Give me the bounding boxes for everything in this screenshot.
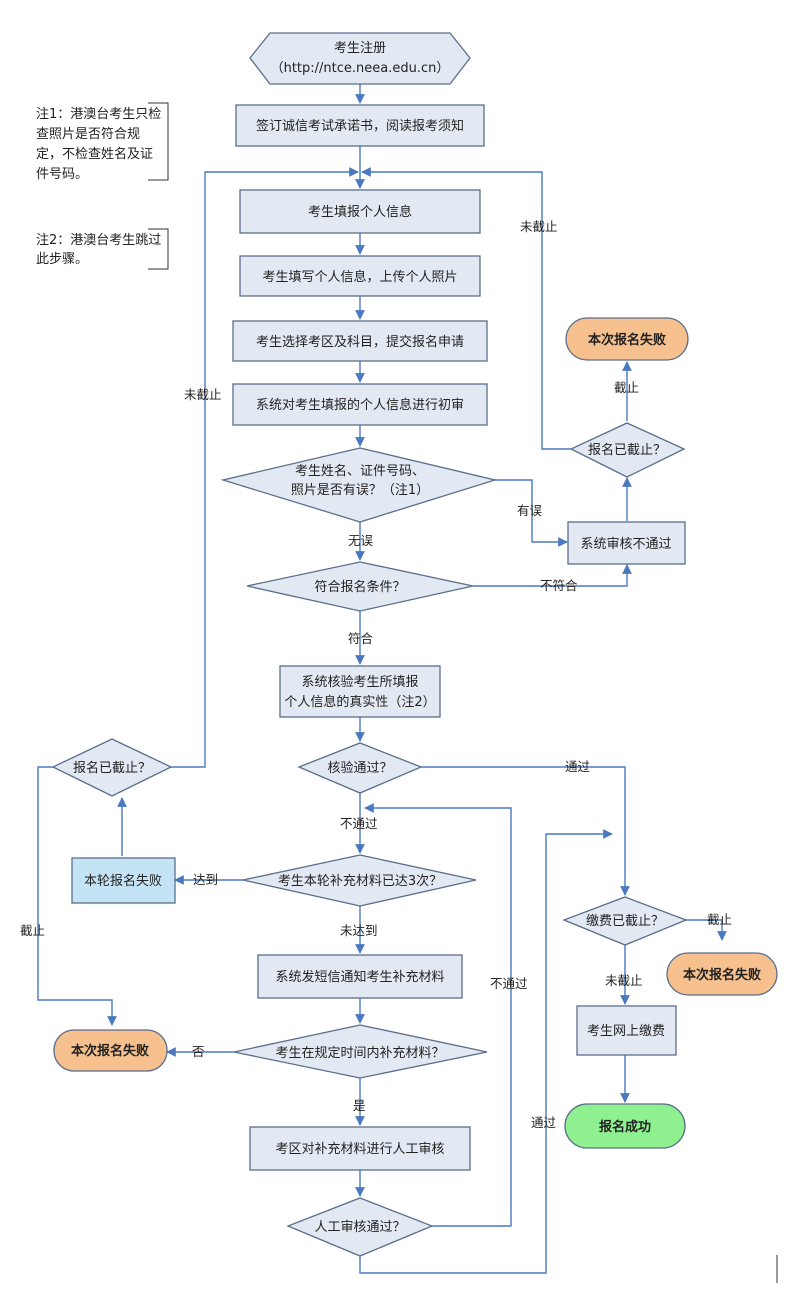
svg-text:查照片是否符合规: 查照片是否符合规: [36, 126, 140, 142]
decision-eligible: 符合报名条件？: [246, 561, 474, 612]
label-not-closed-left: 未截止: [184, 387, 222, 402]
svg-text:核验通过？: 核验通过？: [327, 760, 392, 776]
label-meet: 符合: [348, 631, 374, 646]
svg-text:考生在规定时间内补充材料？: 考生在规定时间内补充材料？: [275, 1045, 444, 1061]
label-reached: 达到: [193, 872, 218, 887]
svg-text:签订诚信考试承诺书，阅读报考须知: 签订诚信考试承诺书，阅读报考须知: [256, 118, 464, 134]
svg-text:考生网上缴费: 考生网上缴费: [587, 1024, 665, 1039]
svg-text:本次报名失败: 本次报名失败: [71, 1043, 149, 1059]
terminal-fail-right: 本次报名失败: [666, 952, 778, 996]
svg-text:人工审核通过？: 人工审核通过？: [314, 1220, 405, 1235]
svg-text:系统核验考生所填报: 系统核验考生所填报: [301, 674, 418, 690]
decision-payment-deadline: 缴费已截止？: [562, 896, 688, 946]
decision-manual-passed: 人工审核通过？: [286, 1197, 434, 1257]
label-yes: 是: [353, 1098, 366, 1113]
terminal-fail-bottom-left: 本次报名失败: [53, 1029, 168, 1072]
step-online-payment: 考生网上缴费: [576, 1005, 677, 1056]
svg-text:考生填写个人信息，上传个人照片: 考生填写个人信息，上传个人照片: [262, 269, 457, 285]
label-not-closed-right: 未截止: [520, 219, 558, 234]
step-choose-area: 考生选择考区及科目，提交报名申请: [232, 320, 488, 362]
decision-deadline-left: 报名已截止？: [51, 738, 173, 797]
label-has-error: 有误: [517, 503, 543, 518]
label-not-closed-payment: 未截止: [605, 973, 643, 988]
svg-text:考生姓名、证件号码、: 考生姓名、证件号码、: [295, 463, 425, 479]
label-not-passed-verify: 不通过: [340, 816, 378, 831]
step-review-failed: 系统审核不通过: [567, 521, 686, 565]
note-2: 注2：港澳台考生跳过 此步骤。: [36, 228, 169, 270]
label-no: 否: [192, 1044, 205, 1059]
svg-text:符合报名条件？: 符合报名条件？: [314, 579, 405, 595]
step-sign-pledge: 签订诚信考试承诺书，阅读报考须知: [235, 104, 485, 147]
step-verify-authenticity: 系统核验考生所填报 个人信息的真实性（注2）: [279, 665, 441, 718]
svg-text:本轮报名失败: 本轮报名失败: [84, 873, 162, 889]
label-closed-right: 截止: [614, 380, 639, 395]
label-closed-left: 截止: [20, 923, 45, 938]
svg-text:考生填报个人信息: 考生填报个人信息: [308, 204, 412, 220]
svg-text:本次报名失败: 本次报名失败: [683, 967, 761, 983]
label-no-error: 无误: [348, 533, 374, 548]
svg-text:考区对补充材料进行人工审核: 考区对补充材料进行人工审核: [275, 1141, 444, 1157]
decision-info-error: 考生姓名、证件号码、 照片是否有误？（注1）: [220, 447, 498, 523]
svg-text:件号码。: 件号码。: [36, 167, 88, 182]
flow-lines: [37, 84, 727, 1274]
svg-text:报名已截止？: 报名已截止？: [588, 442, 666, 458]
svg-text:系统对考生填报的个人信息进行初审: 系统对考生填报的个人信息进行初审: [256, 397, 464, 413]
svg-text:缴费已截止？: 缴费已截止？: [586, 914, 664, 929]
label-not-meet: 不符合: [540, 578, 578, 593]
step-round-failed: 本轮报名失败: [71, 857, 176, 904]
svg-text:考生本轮补充材料已达3次？: 考生本轮补充材料已达3次？: [278, 873, 442, 889]
step-sms-notify: 系统发短信通知考生补充材料: [257, 954, 463, 999]
label-passed-verify: 通过: [565, 759, 591, 774]
label-passed-manual: 通过: [531, 1115, 557, 1130]
terminal-success: 报名成功: [564, 1103, 686, 1149]
step-fill-personal: 考生填报个人信息: [239, 189, 481, 234]
step-manual-review: 考区对补充材料进行人工审核: [249, 1126, 471, 1171]
svg-text:本次报名失败: 本次报名失败: [588, 332, 666, 348]
decision-deadline-right: 报名已截止？: [569, 422, 686, 478]
step-fill-upload: 考生填写个人信息，上传个人照片: [239, 255, 481, 297]
svg-text:个人信息的真实性（注2）: 个人信息的真实性（注2）: [284, 694, 435, 710]
label-closed-payment: 截止: [707, 912, 732, 927]
svg-text:（http://ntce.neea.edu.cn）: （http://ntce.neea.edu.cn）: [271, 61, 450, 76]
svg-text:注1：港澳台考生只检: 注1：港澳台考生只检: [36, 106, 161, 122]
svg-text:报名成功: 报名成功: [599, 1119, 651, 1135]
svg-text:系统发短信通知考生补充材料: 系统发短信通知考生补充材料: [275, 969, 444, 985]
svg-text:系统审核不通过: 系统审核不通过: [580, 537, 671, 552]
label-not-reached: 未达到: [340, 923, 378, 938]
decision-supplement-3-times: 考生本轮补充材料已达3次？: [242, 854, 477, 907]
svg-text:定，不检查姓名及证: 定，不检查姓名及证: [36, 146, 153, 162]
note-1: 注1：港澳台考生只检 查照片是否符合规 定，不检查姓名及证 件号码。: [36, 102, 169, 182]
svg-text:照片是否有误？（注1）: 照片是否有误？（注1）: [291, 483, 429, 498]
svg-text:此步骤。: 此步骤。: [36, 252, 88, 267]
decision-verify-passed: 核验通过？: [297, 742, 423, 794]
terminal-fail-top-right: 本次报名失败: [565, 317, 689, 361]
step-initial-review: 系统对考生填报的个人信息进行初审: [232, 383, 488, 426]
svg-text:考生选择考区及科目，提交报名申请: 考生选择考区及科目，提交报名申请: [256, 334, 464, 350]
svg-text:注2：港澳台考生跳过: 注2：港澳台考生跳过: [36, 232, 161, 248]
label-not-passed-manual: 不通过: [490, 976, 528, 991]
svg-text:报名已截止？: 报名已截止？: [73, 760, 151, 776]
start-register-node: 考生注册 （http://ntce.neea.edu.cn）: [249, 32, 471, 85]
svg-text:考生注册: 考生注册: [334, 41, 386, 56]
decision-supplement-in-time: 考生在规定时间内补充材料？: [233, 1024, 488, 1079]
